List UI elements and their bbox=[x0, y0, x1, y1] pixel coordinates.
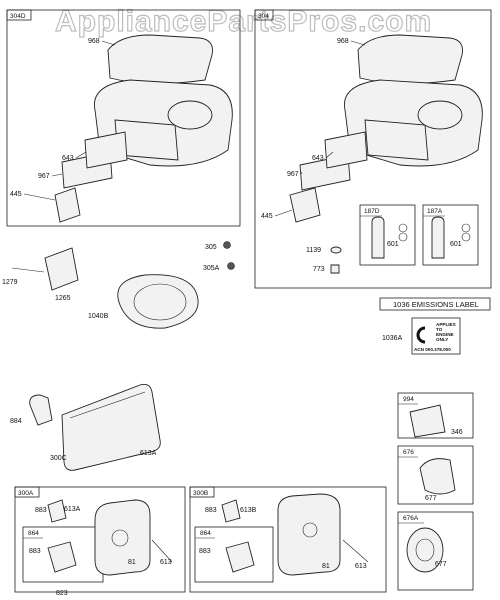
emissions-line2: TO bbox=[436, 327, 443, 332]
part-300A-muffler bbox=[94, 499, 151, 576]
breather-tube-187D bbox=[371, 216, 385, 259]
screw-305A bbox=[227, 262, 235, 270]
clamp-601-a-upper bbox=[398, 223, 408, 233]
part-883-gasket-d bbox=[225, 541, 255, 573]
group-tag-304D bbox=[6, 9, 32, 21]
part-883-gasket-b bbox=[47, 541, 77, 573]
group-label-676: 676 bbox=[403, 449, 414, 456]
group-label-864-b: 864 bbox=[200, 530, 211, 537]
group-box-187D bbox=[359, 204, 416, 266]
callout-1036A: 1036A bbox=[382, 335, 403, 342]
callout-305A: 305A bbox=[203, 265, 220, 272]
group-label-304: 304 bbox=[258, 13, 269, 20]
group-label-304D: 304D bbox=[10, 13, 26, 20]
callout-300C: 300C bbox=[50, 455, 67, 462]
callout-884: 884 bbox=[10, 418, 22, 425]
group-box-300B bbox=[189, 486, 387, 593]
callout-677-b: 677 bbox=[435, 561, 447, 568]
group-tag-300A bbox=[14, 486, 40, 498]
group-label-187A: 187A bbox=[427, 208, 443, 215]
callout-613-b: 613 bbox=[355, 563, 367, 570]
emissions-label-card bbox=[411, 317, 461, 355]
part-884-bracket bbox=[29, 394, 53, 426]
callout-773: 773 bbox=[313, 266, 325, 273]
emissions-line1: APPLIES bbox=[436, 322, 456, 327]
group-label-864-a: 864 bbox=[28, 530, 39, 537]
part-676A-guard bbox=[406, 527, 444, 573]
emissions-line3: ENGINE bbox=[436, 332, 454, 337]
callout-1279: 1279 bbox=[2, 279, 18, 286]
callout-1040B: 1040B bbox=[88, 313, 109, 320]
part-994-shield bbox=[409, 404, 446, 438]
callout-445-left: 445 bbox=[10, 191, 22, 198]
emissions-title: 1036 EMISSIONS LABEL bbox=[393, 300, 479, 309]
group-box-676A bbox=[397, 511, 474, 591]
callout-823: 823 bbox=[56, 590, 68, 597]
callout-967-left: 967 bbox=[38, 173, 50, 180]
blower-housing-right bbox=[289, 34, 483, 223]
callout-883-b: 883 bbox=[29, 548, 41, 555]
callout-81-a: 81 bbox=[128, 559, 136, 566]
emissions-title-box bbox=[379, 297, 491, 311]
callout-968-left: 968 bbox=[88, 38, 100, 45]
clamp-601-b-lower bbox=[461, 232, 471, 242]
group-box-187A bbox=[422, 204, 479, 266]
callout-968-right: 968 bbox=[337, 38, 349, 45]
callout-883-d: 883 bbox=[199, 548, 211, 555]
part-773 bbox=[330, 264, 340, 274]
rod-1279 bbox=[11, 267, 45, 273]
part-676-deflector bbox=[419, 458, 456, 495]
emissions-logo-icon bbox=[416, 326, 426, 344]
callout-883-c: 883 bbox=[205, 507, 217, 514]
emissions-code: ACN 000.378.000 bbox=[414, 347, 451, 352]
screw-305 bbox=[223, 241, 231, 249]
callout-305: 305 bbox=[205, 244, 217, 251]
part-300C-muffler bbox=[61, 383, 161, 471]
part-1265-plate bbox=[44, 247, 79, 291]
callout-613A-muffler: 613A bbox=[140, 450, 157, 457]
breather-tube-187A bbox=[431, 216, 445, 259]
callout-677-a: 677 bbox=[425, 495, 437, 502]
callout-613A-a: 613A bbox=[64, 506, 81, 513]
clamp-601-b-upper bbox=[461, 223, 471, 233]
group-label-300A: 300A bbox=[18, 490, 34, 497]
group-box-864-b bbox=[194, 526, 274, 583]
callout-445-right: 445 bbox=[261, 213, 273, 220]
blower-housing-left bbox=[54, 34, 233, 223]
group-label-187D: 187D bbox=[364, 208, 380, 215]
callout-613B: 613B bbox=[240, 507, 257, 514]
bolt-613-a bbox=[151, 539, 173, 563]
group-box-300A bbox=[14, 486, 186, 593]
callout-613-a: 613 bbox=[160, 559, 172, 566]
callout-1139: 1139 bbox=[306, 247, 321, 254]
callout-643-left: 643 bbox=[62, 155, 74, 162]
emissions-line4: ONLY bbox=[436, 337, 448, 342]
part-883-gasket-a bbox=[47, 499, 67, 523]
group-box-676 bbox=[397, 445, 474, 505]
callout-601-a: 601 bbox=[387, 241, 399, 248]
part-883-gasket-c bbox=[221, 499, 241, 523]
part-1040B-cover bbox=[117, 274, 199, 329]
group-label-300B: 300B bbox=[193, 490, 208, 497]
callout-346: 346 bbox=[451, 429, 463, 436]
group-box-994 bbox=[397, 392, 474, 439]
group-box-304 bbox=[254, 9, 492, 289]
part-1139 bbox=[330, 246, 342, 254]
callout-81-b: 81 bbox=[322, 563, 330, 570]
callout-883-a: 883 bbox=[35, 507, 47, 514]
group-label-994: 994 bbox=[403, 396, 414, 403]
callout-967-right: 967 bbox=[287, 171, 299, 178]
group-tag-300B bbox=[189, 486, 215, 498]
group-box-304D bbox=[6, 9, 241, 227]
callout-1265: 1265 bbox=[55, 295, 71, 302]
part-300B-muffler bbox=[277, 493, 341, 576]
clamp-601-a-lower bbox=[398, 232, 408, 242]
group-label-676A: 676A bbox=[403, 515, 419, 522]
callout-601-b: 601 bbox=[450, 241, 462, 248]
bolt-613-b bbox=[342, 539, 369, 563]
group-tag-304 bbox=[254, 9, 274, 21]
callout-643-right: 643 bbox=[312, 155, 324, 162]
